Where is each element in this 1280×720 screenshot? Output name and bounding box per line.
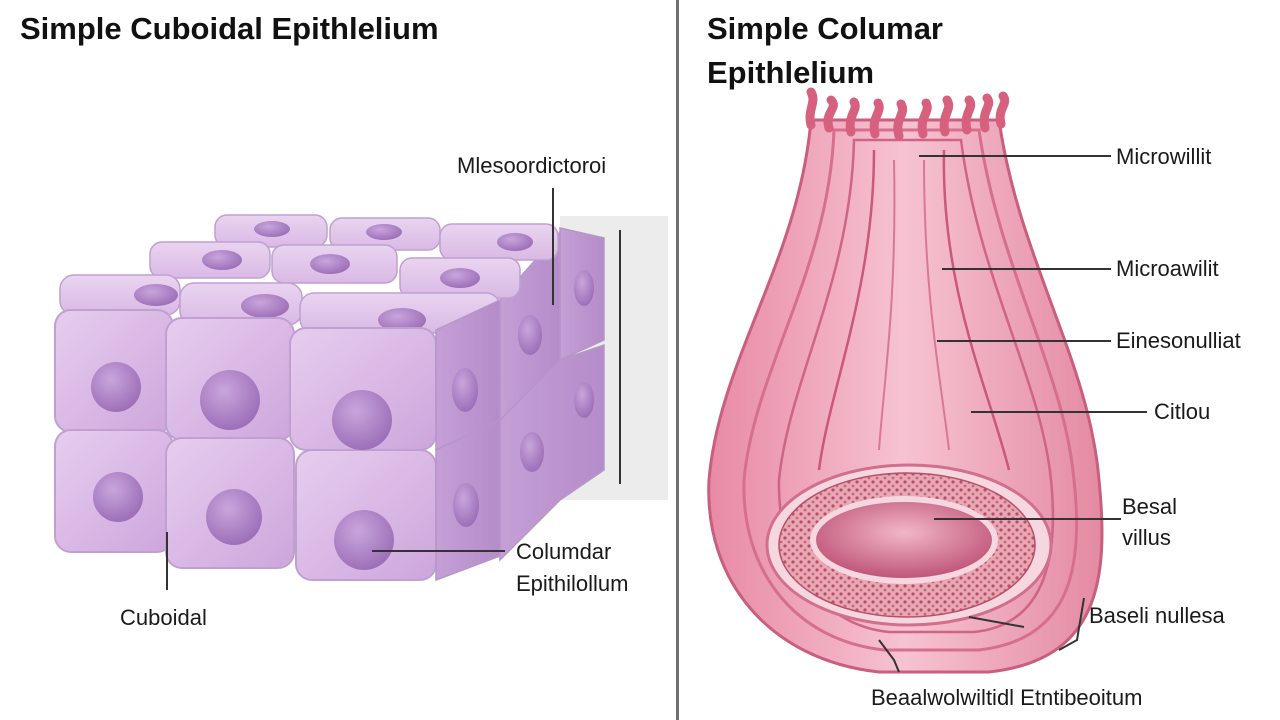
nucleus xyxy=(440,268,480,288)
label-columdar: Columdar xyxy=(516,539,612,564)
right-title-line2: Epithlelium xyxy=(707,55,875,90)
nucleus xyxy=(93,472,143,522)
left-panel: Simple Cuboidal Epithlelium xyxy=(20,11,668,630)
label-microwillit: Microwillit xyxy=(1116,144,1212,169)
nucleus xyxy=(574,270,594,306)
nucleus xyxy=(200,370,260,430)
label-epithilollum: Epithilollum xyxy=(516,571,629,596)
nucleus xyxy=(520,432,544,472)
nucleus xyxy=(574,382,594,418)
leader-l6 xyxy=(1058,597,1085,651)
label-baseli-nullesa: Baseli nullesa xyxy=(1089,603,1225,628)
nucleus xyxy=(453,483,479,527)
tissue-layer xyxy=(777,138,1055,634)
panel-divider xyxy=(676,0,679,720)
label-villus: villus xyxy=(1122,525,1171,550)
nucleus xyxy=(241,294,289,318)
columnar-illustration xyxy=(707,87,1147,674)
nucleus xyxy=(206,489,262,545)
tissue-layer xyxy=(817,149,876,471)
nucleus xyxy=(202,250,242,270)
right-title-line1: Simple Columar xyxy=(707,11,943,46)
nucleus xyxy=(518,315,542,355)
leader-l7 xyxy=(878,639,900,673)
nucleus xyxy=(254,221,290,237)
label-citlou: Citlou xyxy=(1154,399,1211,424)
label-besal: Besal xyxy=(1122,494,1178,519)
tissue-layer xyxy=(942,149,1011,471)
nucleus xyxy=(134,284,178,306)
label-bottom: Beaalwolwiltidl Etntibeoitum xyxy=(871,685,1143,710)
label-top: Mlesoordictoroi xyxy=(457,153,607,178)
left-title: Simple Cuboidal Epithlelium xyxy=(20,11,439,46)
label-einesonulliat: Einesonulliat xyxy=(1116,328,1241,353)
label-cuboidal: Cuboidal xyxy=(120,605,207,630)
lumen xyxy=(816,502,992,578)
leader-l6b xyxy=(968,616,1025,628)
cuboidal-illustration xyxy=(54,188,668,590)
nucleus xyxy=(452,368,478,412)
nucleus xyxy=(497,233,533,251)
right-panel: Simple Columar Epithlelium xyxy=(679,0,1280,720)
nucleus xyxy=(310,254,350,274)
label-microawilit: Microawilit xyxy=(1116,256,1219,281)
nucleus xyxy=(332,390,392,450)
tissue-layer xyxy=(923,159,950,451)
tissue-layer xyxy=(878,159,896,451)
microvilli xyxy=(805,87,1010,141)
nucleus xyxy=(378,308,426,332)
nucleus xyxy=(334,510,394,570)
nucleus xyxy=(366,224,402,240)
tissue-layer xyxy=(742,128,1079,652)
nucleus xyxy=(91,362,141,412)
